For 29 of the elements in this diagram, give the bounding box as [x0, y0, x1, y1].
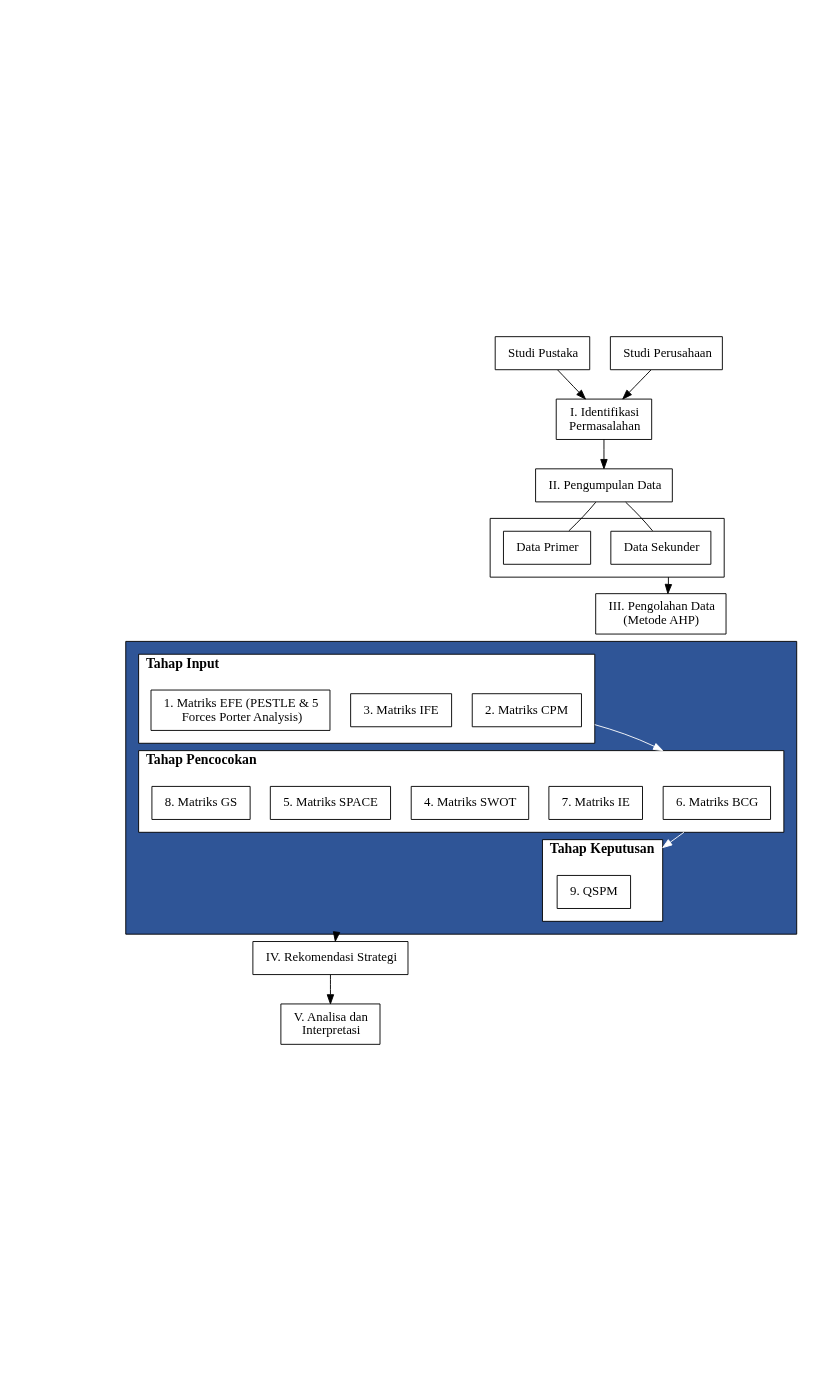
node-box: 2. Matriks CPM: [471, 692, 582, 727]
arrow: [664, 576, 673, 594]
node-box: 7. Matriks IE: [548, 785, 643, 820]
node-box: Data Primer: [503, 530, 592, 565]
node-box: 6. Matriks BCG: [662, 785, 771, 820]
cluster: [489, 517, 725, 578]
node-box: 5. Matriks SPACE: [269, 785, 391, 820]
arrow: [557, 369, 586, 399]
connector: [568, 501, 597, 531]
node-box: V. Analisa dan Interpretasi: [280, 1003, 381, 1045]
node-box: 3. Matriks IFE: [350, 692, 453, 727]
node-box: II. Pengumpulan Data: [535, 467, 673, 502]
arrow: [326, 973, 335, 1004]
arrow: [662, 831, 685, 848]
arrow: [600, 438, 608, 469]
arrow: [594, 723, 664, 751]
node-box: I. Identifikasi Permasalahan: [555, 398, 653, 440]
connector: [625, 501, 654, 531]
node-box: IV. Rekomendasi Strategi: [252, 940, 409, 975]
node-box: 8. Matriks GS: [151, 785, 251, 820]
node-box: 1. Matriks EFE (PESTLE & 5 Forces Porter Analysis): [150, 689, 331, 731]
node-box: Studi Perusahaan: [609, 335, 723, 370]
node-box: 4. Matriks SWOT: [410, 785, 530, 820]
node-box: III. Pengolahan Data (Metode AHP): [595, 592, 727, 634]
cluster: [125, 640, 798, 935]
node-box: Data Sekunder: [610, 530, 712, 565]
node-box: 9. QSPM: [556, 874, 632, 909]
arrow: [622, 369, 652, 399]
node-box: Studi Pustaka: [494, 335, 591, 370]
